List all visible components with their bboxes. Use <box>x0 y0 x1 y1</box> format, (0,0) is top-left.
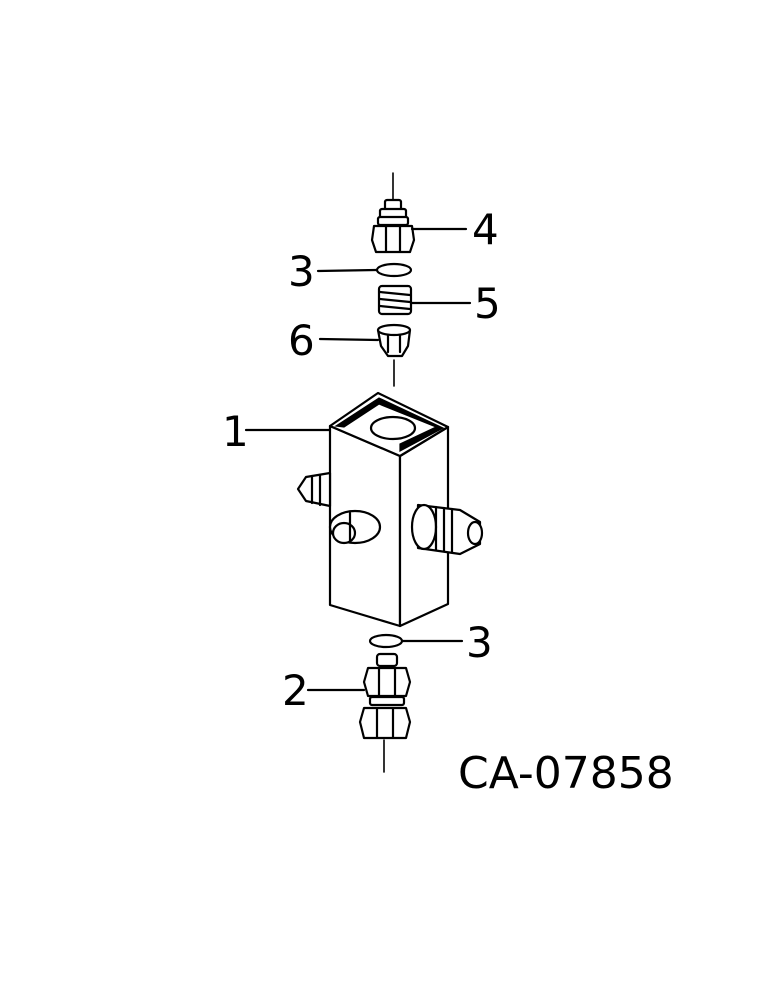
part-3-o-ring-lower <box>368 633 404 649</box>
leader-line-6 <box>318 337 380 342</box>
callout-3-lower: 3 <box>466 618 493 667</box>
leader-line-3-upper <box>316 268 378 273</box>
callout-4: 4 <box>472 205 499 254</box>
part-4-fitting <box>370 198 416 254</box>
part-6-poppet <box>376 323 412 358</box>
part-3-o-ring-upper <box>375 262 413 278</box>
callout-5: 5 <box>474 279 501 328</box>
part-5-spring <box>377 284 413 316</box>
part-1-valve-block <box>296 391 484 628</box>
callout-6: 6 <box>288 316 315 365</box>
callout-2: 2 <box>282 666 309 715</box>
callout-1: 1 <box>222 407 249 456</box>
callout-3-upper: 3 <box>288 247 315 296</box>
part-2-fitting <box>358 652 412 740</box>
reference-code: CA-07858 <box>458 748 674 799</box>
